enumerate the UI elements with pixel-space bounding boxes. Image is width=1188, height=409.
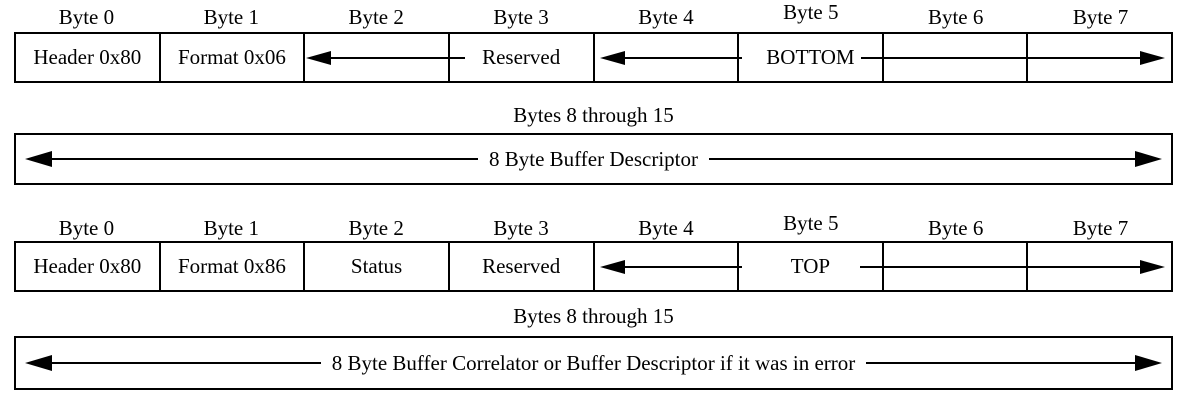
field-cell-reserved: Reserved xyxy=(450,34,595,81)
field-value: Reserved xyxy=(482,254,561,278)
field-value: TOP xyxy=(790,254,831,278)
right-arrow-icon xyxy=(866,355,1163,371)
byte-header-label: Byte 1 xyxy=(203,216,260,240)
byte-header-label: Byte 5 xyxy=(783,211,839,235)
byte-header-label: Byte 3 xyxy=(493,216,549,240)
frame1-cells: Header 0x80 Format 0x06 Reserved BOTTOM xyxy=(16,34,1171,81)
field-value: Reserved xyxy=(482,45,561,69)
frame1-byte-headers: Byte 0 Byte 1 Byte 2 Byte 3 Byte 4 Byte … xyxy=(14,0,1173,29)
byte-header-label: Byte 0 xyxy=(58,216,115,240)
byte-header-label: Byte 7 xyxy=(1072,5,1129,29)
frame1-bytes8-15-label: Bytes 8 through 15 xyxy=(513,103,674,127)
byte-header-label: Byte 2 xyxy=(348,216,404,240)
field-cell-status: Status xyxy=(305,243,450,290)
right-arrow-icon xyxy=(1140,34,1165,81)
byte-header-label: Byte 6 xyxy=(927,5,984,29)
field-value: Format 0x86 xyxy=(177,254,286,278)
right-arrow-icon xyxy=(709,151,1163,167)
field-cell-bottom: BOTTOM xyxy=(739,34,884,81)
left-arrow-icon xyxy=(25,151,479,167)
byte-header-label: Byte 3 xyxy=(493,5,549,29)
byte-header-label: Byte 4 xyxy=(638,5,694,29)
field-value: Header 0x80 xyxy=(33,254,142,278)
byte-header-label: Byte 4 xyxy=(638,216,694,240)
left-arrow-icon xyxy=(600,243,742,290)
right-arrow-icon xyxy=(1140,243,1165,290)
descriptor-text: 8 Byte Buffer Descriptor xyxy=(489,146,698,171)
frame2-field-row: Header 0x80 Format 0x86 Status Reserved … xyxy=(14,241,1173,292)
frame2-cells: Header 0x80 Format 0x86 Status Reserved … xyxy=(16,243,1171,290)
field-cell-header: Header 0x80 xyxy=(16,34,161,81)
field-cell-format: Format 0x86 xyxy=(161,243,306,290)
span-line xyxy=(861,34,1140,81)
field-cell-reserved: Reserved xyxy=(450,243,595,290)
field-cell-format: Format 0x06 xyxy=(161,34,306,81)
byte-header-label: Byte 6 xyxy=(927,216,984,240)
frame2-byte-headers: Byte 0 Byte 1 Byte 2 Byte 3 Byte 4 Byte … xyxy=(14,211,1173,240)
frame1-descriptor-box: 8 Byte Buffer Descriptor xyxy=(14,133,1173,185)
frame1-field-row: Header 0x80 Format 0x06 Reserved BOTTOM xyxy=(14,32,1173,83)
byte-header-label: Byte 0 xyxy=(58,5,115,29)
descriptor-text: 8 Byte Buffer Correlator or Buffer Descr… xyxy=(331,350,856,375)
field-cell-header: Header 0x80 xyxy=(16,243,161,290)
field-value: BOTTOM xyxy=(766,45,855,69)
left-arrow-icon xyxy=(306,34,465,81)
field-value: Status xyxy=(350,254,403,278)
field-value: Header 0x80 xyxy=(33,45,142,69)
left-arrow-icon xyxy=(600,34,742,81)
left-arrow-icon xyxy=(25,355,321,371)
span-line xyxy=(860,243,1140,290)
frame2-descriptor-box: 8 Byte Buffer Correlator or Buffer Descr… xyxy=(14,336,1173,390)
byte-header-label: Byte 1 xyxy=(203,5,260,29)
field-value: Format 0x06 xyxy=(177,45,286,69)
byte-header-label: Byte 5 xyxy=(783,0,839,24)
byte-header-label: Byte 7 xyxy=(1072,216,1129,240)
byte-header-label: Byte 2 xyxy=(348,5,404,29)
frame2-bytes8-15-label: Bytes 8 through 15 xyxy=(513,304,674,328)
